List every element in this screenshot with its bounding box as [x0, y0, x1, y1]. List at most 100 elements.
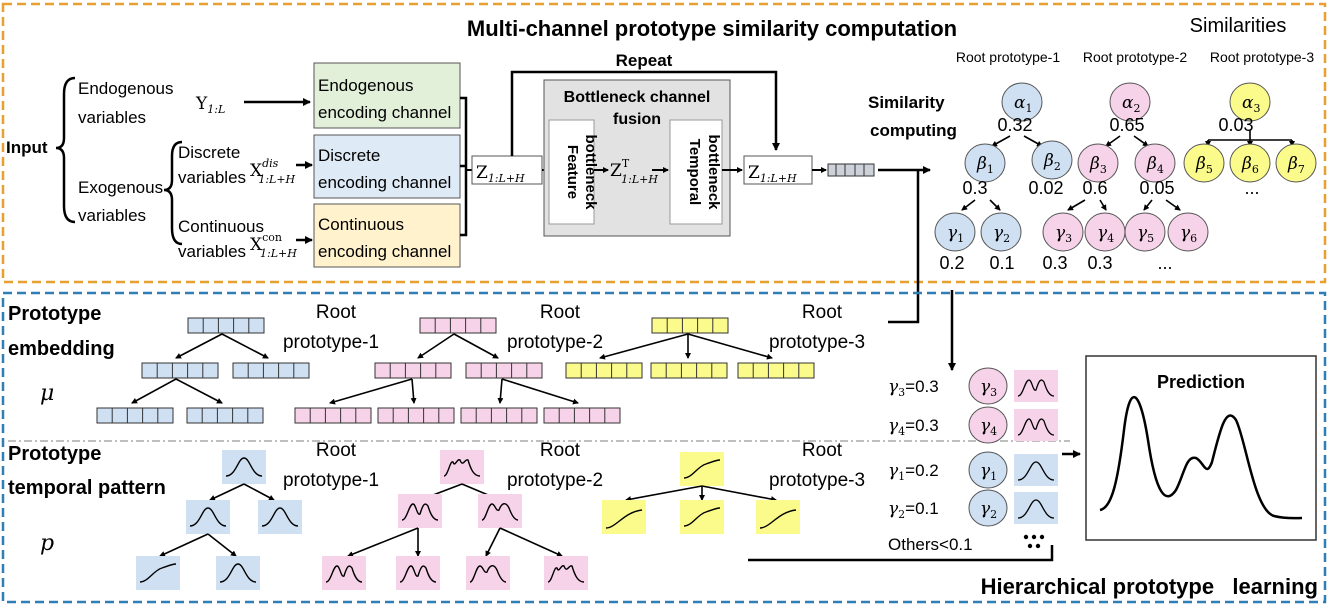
z-box-2: Z1:L+H [743, 155, 813, 185]
selected-node-1: γ3 [968, 367, 1008, 405]
svg-text:α1: α1 [1014, 93, 1032, 115]
pat1-leaf-2 [216, 556, 260, 590]
feature-bottleneck: Feature bottleneck [548, 119, 599, 225]
pat1-child-1 [186, 500, 230, 534]
selected-pattern-2 [1014, 409, 1058, 441]
svg-text:bottleneck: bottleneck [582, 134, 599, 210]
exogenous-label-1: Exogenous [78, 178, 163, 197]
endogenous-label-2: variables [78, 108, 146, 127]
pat2-leaf-4 [544, 556, 588, 590]
alpha-2-value: 0.65 [1109, 115, 1144, 135]
top-panel-border [1, 2, 1327, 284]
repeat-label: Repeat [616, 51, 673, 70]
beta-2-node: β2 [1031, 140, 1073, 180]
svg-text:β5: β5 [1195, 154, 1213, 176]
pat2-child-1 [398, 494, 442, 528]
emb2-edge-r [453, 333, 499, 359]
pat2-edge-d [499, 527, 563, 557]
emb1-leaf-1 [96, 407, 174, 424]
selected-value-1: γ3=0.3 [888, 377, 939, 399]
svg-text:β1: β1 [976, 154, 994, 176]
emb2-leaf-2 [377, 407, 455, 424]
emb-root-word-2: Root [540, 302, 581, 323]
pat1-edge-r [243, 483, 275, 501]
svg-text:γ2: γ2 [993, 223, 1010, 245]
gamma-1-value: 0.2 [939, 253, 964, 273]
emb1-edge-lr [175, 378, 223, 404]
emb-root-word-3: Root [802, 302, 843, 323]
selected-node-2: γ4 [968, 406, 1008, 444]
emb3-edge-r [687, 333, 773, 360]
svg-text:γ1: γ1 [947, 223, 964, 245]
emb2-edge-a [329, 378, 413, 405]
emb-root-1 [187, 317, 265, 334]
others-label: Others<0.1 [888, 535, 973, 554]
similarity-feedback-line [888, 170, 920, 324]
emb1-child-1 [141, 362, 219, 379]
root-labels: Rootprototype-1Rootprototype-2Rootprotot… [283, 302, 865, 491]
svg-text:γ3: γ3 [1055, 223, 1072, 245]
emb2-child-1 [374, 362, 452, 379]
endogenous-channel: Endogenous encoding channel [313, 62, 461, 129]
edge-a1-b1 [991, 135, 1011, 147]
svg-text:encoding channel: encoding channel [318, 103, 451, 122]
others-dots [1023, 534, 1045, 549]
pat-root-name-1: prototype-1 [283, 470, 379, 491]
svg-text:β2: β2 [1043, 151, 1061, 173]
edge-a1-b2 [1023, 135, 1043, 147]
prediction-box: Prediction [1085, 355, 1317, 541]
emb3-child-2 [650, 362, 728, 379]
pat-root-name-3: prototype-3 [769, 470, 865, 491]
gamma-2-value: 0.1 [989, 253, 1014, 273]
svg-text:Endogenous: Endogenous [318, 76, 413, 95]
continuous-label-2: variables [178, 242, 246, 261]
pat1-edge-ll [159, 533, 209, 557]
emb3-child-1 [565, 362, 643, 379]
alpha-3-node: α3 [1229, 82, 1271, 122]
gamma-6-node: γ6 [1167, 212, 1209, 252]
exogenous-label-2: variables [78, 206, 146, 225]
svg-text:β7: β7 [1287, 154, 1305, 176]
similarities-title: Similarities [1190, 15, 1287, 37]
gamma-3-value: 0.3 [1042, 253, 1067, 273]
p-symbol: p [40, 531, 54, 556]
pat3-edge-r [701, 485, 777, 503]
alpha-1-value: 0.32 [997, 115, 1032, 135]
discrete-label-2: variables [178, 168, 246, 187]
gamma-ellipsis: ... [1157, 253, 1172, 273]
edge-b3-g4 [1099, 199, 1107, 211]
mu-symbol: μ [40, 381, 54, 406]
alpha-2-node: α2 [1109, 82, 1151, 122]
pat-root-1 [222, 450, 266, 484]
pat2-leaf-1 [322, 556, 366, 590]
pattern-label-1: Prototype [8, 443, 101, 465]
beta-1-value: 0.3 [962, 178, 987, 198]
selected-pattern-3 [1014, 454, 1058, 486]
root-header-2: Root prototype-2 [1083, 49, 1187, 65]
beta-6-node: β6 [1229, 143, 1271, 183]
pat1-leaf-1 [136, 556, 180, 590]
selected-value-4: γ2=0.1 [888, 499, 939, 521]
emb-root-name-3: prototype-3 [769, 332, 865, 353]
selected-node-4: γ2 [968, 489, 1008, 527]
svg-text:α2: α2 [1122, 93, 1140, 115]
pat3-child-1 [602, 500, 646, 534]
continuous-label-1: Continuous [178, 217, 264, 236]
input-label: Input [6, 138, 48, 157]
endogenous-symbol: Y1:L [195, 94, 225, 116]
root-header-1: Root prototype-1 [956, 49, 1060, 65]
embedding-label-1: Prototype [8, 303, 101, 325]
exogenous-brace [163, 140, 183, 246]
pat1-child-2 [258, 500, 302, 534]
beta-2-value: 0.02 [1028, 178, 1063, 198]
pat3-child-2 [680, 500, 724, 534]
beta-4-value: 0.05 [1139, 178, 1174, 198]
svg-text:Temporal: Temporal [686, 139, 703, 205]
emb-root-name-1: prototype-1 [283, 332, 379, 353]
emb1-child-2 [232, 362, 310, 379]
svg-text:Z1:L+H: Z1:L+H [476, 163, 525, 185]
z-box-1: Z1:L+H [471, 155, 543, 185]
